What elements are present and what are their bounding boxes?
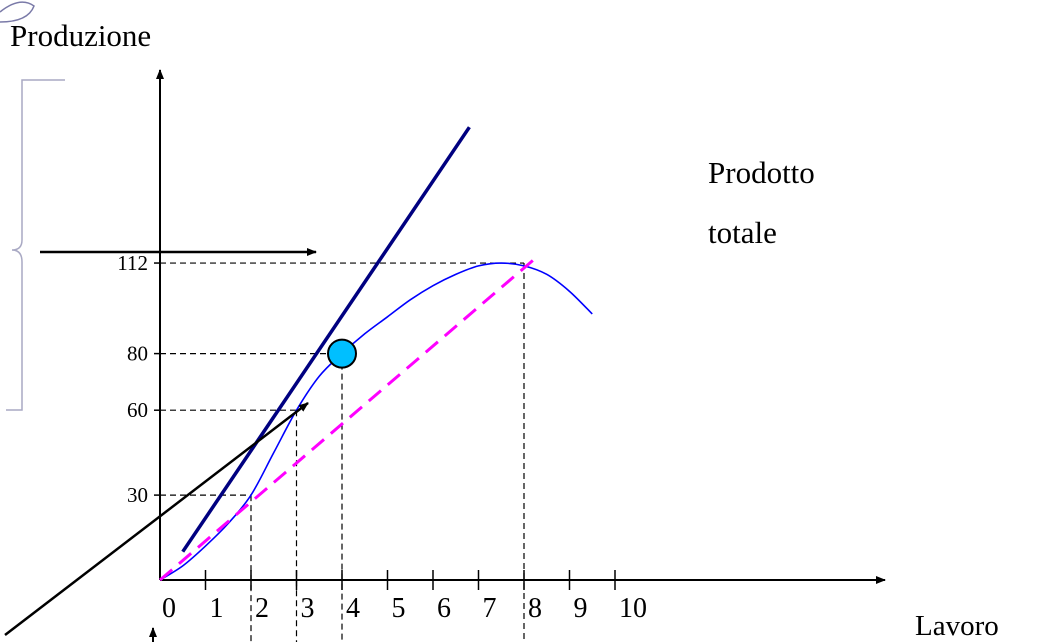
y-axis-label: Produzione [10,18,151,53]
x-tick-label-0: 0 [162,593,176,624]
axis-ticks [154,262,616,590]
y-tick-label-60: 60 [127,398,148,422]
decorative-circle [0,1,35,23]
y-tick-label-30: 30 [127,483,148,507]
series-line-0 [159,262,593,581]
y-tick-label-112: 112 [117,251,148,275]
x-axis-label: Lavoro [915,610,999,642]
tangent-line [181,126,471,553]
overlay-layer [159,126,535,582]
highlight-point [327,338,357,369]
legend-line-1: Prodotto [708,155,815,190]
series-layer [159,262,593,581]
x-tick-label-9: 9 [574,593,588,624]
y-tick-label-80: 80 [127,342,148,366]
ray-from-origin [159,259,535,582]
x-tick-label-3: 3 [301,593,315,624]
x-tick-label-10: 10 [619,593,647,624]
arrow-to-ray [4,402,309,636]
x-tick-label-8: 8 [528,593,542,624]
legend-line-2: totale [708,215,777,250]
brace [6,79,65,411]
x-tick-label-7: 7 [483,593,497,624]
x-tick-label-1: 1 [210,593,224,624]
x-tick-label-6: 6 [437,593,451,624]
x-tick-label-5: 5 [392,593,406,624]
x-tick-label-2: 2 [255,593,269,624]
x-tick-label-4: 4 [346,593,360,624]
